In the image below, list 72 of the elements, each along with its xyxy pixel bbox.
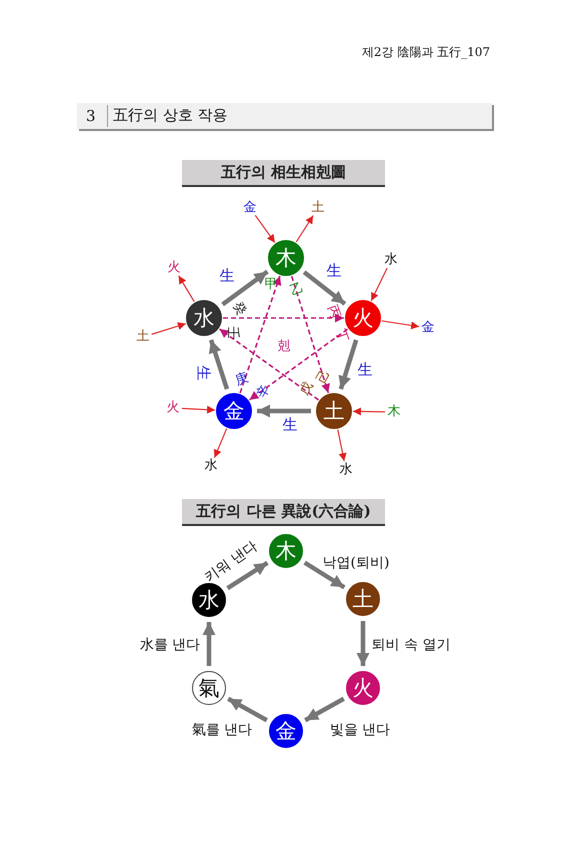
page-header: 제2강 陰陽과 五行_107 (362, 44, 490, 61)
edge-label: 生 (220, 268, 234, 284)
element-character: 金 (242, 200, 258, 216)
element-circle: 木 (268, 240, 304, 276)
arrow (337, 430, 347, 462)
element-character: 土 (310, 200, 326, 216)
arrow (382, 320, 420, 330)
arrow (302, 270, 346, 306)
stem-label: 壬 (225, 326, 239, 340)
arrow (370, 268, 388, 302)
arrow (218, 328, 320, 401)
element-character: 水 (383, 252, 399, 268)
edge-label: 生 (326, 262, 342, 280)
center-label: 剋 (278, 340, 290, 354)
edge-label: 키워 낸다 (202, 538, 260, 586)
arrow (248, 328, 348, 401)
element-character: 水 (203, 458, 219, 474)
element-circle: 金 (216, 393, 252, 429)
arrow (239, 276, 282, 394)
arrow (296, 215, 314, 242)
arrow (352, 407, 385, 416)
arrow (303, 560, 346, 590)
arrow (223, 314, 344, 322)
stem-label: 辛 (254, 382, 274, 402)
element-circle: 土 (346, 582, 380, 616)
edge-label: 빛을 낸다 (330, 722, 390, 738)
stem-label: 丙 (324, 304, 342, 320)
arrow (254, 214, 276, 243)
edge-label: 生 (282, 416, 298, 434)
edge-label: 生 (358, 362, 372, 378)
edge-label: 氣를 낸다 (192, 722, 252, 738)
arrow (202, 622, 216, 666)
arrow (356, 621, 370, 666)
subtitle-banner: 五行의 相生相剋圖 (182, 160, 385, 187)
stem-label: 己 (314, 368, 334, 386)
element-circle: 水 (186, 300, 222, 336)
arrow (226, 560, 269, 590)
arrow (151, 322, 186, 335)
stem-label: 癸 (230, 300, 248, 318)
section-number: 3 (86, 107, 96, 125)
element-character: 火 (165, 400, 181, 416)
element-circle: 火 (346, 671, 380, 705)
element-character: 金 (420, 320, 436, 336)
arrow (290, 276, 330, 394)
arrow (178, 275, 195, 302)
element-circle: 金 (269, 714, 303, 748)
edge-label: 生 (194, 366, 212, 380)
stem-label: 戊 (298, 380, 316, 398)
stem-label: 甲 (264, 278, 278, 292)
edge-label: 퇴비 속 열기 (372, 637, 450, 653)
stem-label: 庚 (234, 371, 250, 389)
element-character: 水 (338, 462, 354, 478)
subtitle-banner: 五行의 다른 異說(六合論) (182, 499, 385, 526)
edge-label: 낙엽(퇴비) (322, 555, 390, 571)
element-character: 火 (166, 260, 182, 276)
arrow (257, 404, 311, 418)
element-circle: 土 (316, 393, 352, 429)
stem-label: 乙 (288, 281, 306, 299)
arrow (208, 339, 230, 390)
section-heading: 五行의 상호 작용 (113, 106, 228, 125)
edge-label: 水를 낸다 (140, 637, 200, 653)
arrow (182, 406, 216, 414)
element-character: 木 (386, 404, 402, 420)
element-character: 土 (135, 329, 151, 345)
arrow (338, 339, 358, 390)
arrow (221, 270, 269, 306)
element-circle: 木 (269, 534, 303, 568)
element-circle: 水 (192, 583, 226, 617)
arrow (227, 696, 268, 722)
arrow (304, 696, 345, 722)
arrow (214, 428, 228, 458)
element-circle: 氣 (192, 671, 226, 705)
